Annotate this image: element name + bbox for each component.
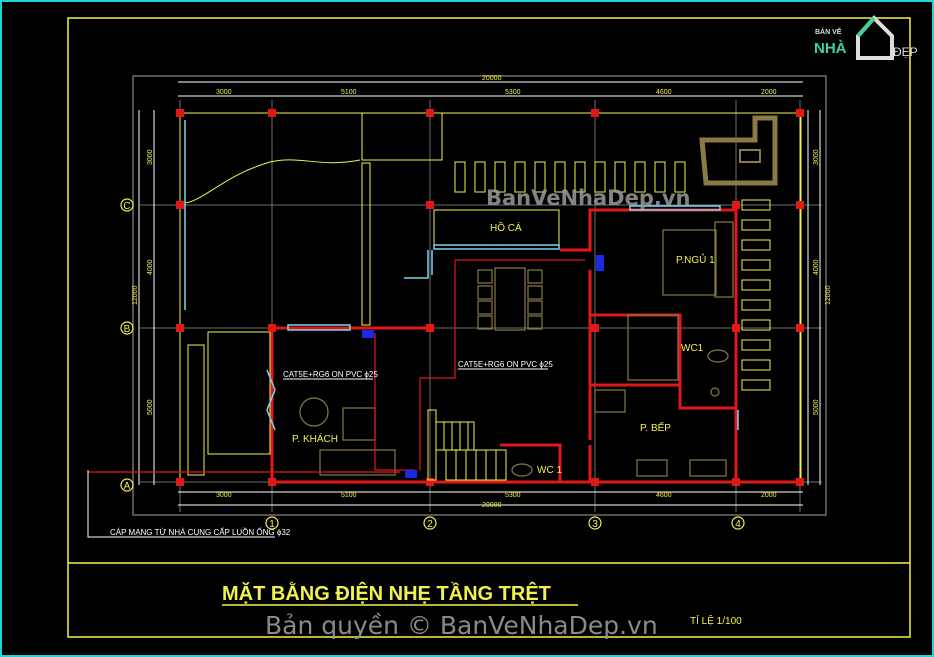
network-supply-label: CÁP MẠNG TỪ NHÀ CUNG CẤP LUỒN ỐNG ϕ32	[110, 527, 291, 537]
dim-top-2: 5100	[341, 89, 357, 96]
dim-right-2: 4000	[813, 259, 820, 275]
parking-stripes	[454, 161, 771, 391]
drawing-scale: TỈ LỆ 1/100	[690, 614, 742, 627]
dim-top-3: 5300	[505, 89, 521, 96]
logo-line3: ĐẸP	[893, 45, 918, 59]
cable-label-living: CAT5E+RG6 ON PVC ϕ25	[283, 370, 378, 379]
dining-table	[494, 267, 526, 331]
dim-bottom-3: 5300	[505, 492, 521, 499]
dim-bottom-2: 5100	[341, 492, 357, 499]
dim-bottom-5: 2000	[761, 492, 777, 499]
dim-bottom-total: 20000	[482, 502, 502, 509]
dim-bottom-1: 3000	[216, 492, 232, 499]
plan-boundary	[132, 75, 827, 516]
dim-right-1: 3000	[813, 149, 820, 165]
dim-right-3: 5000	[813, 399, 820, 415]
dim-left-total: 12000	[132, 285, 139, 305]
dim-left-2: 4000	[147, 259, 154, 275]
drawing-title: MẶT BẰNG ĐIỆN NHẸ TẦNG TRỆT	[222, 581, 551, 605]
room-wc-upper: WC1	[681, 343, 704, 354]
copyright-watermark: Bản quyền © BanVeNhaDep.vn	[265, 611, 658, 640]
dimension-lines	[138, 81, 821, 506]
grid-label-2: 2	[427, 519, 433, 530]
grid-label-c: C	[123, 201, 130, 212]
logo: BẢN VẼ NHÀ ĐẸP	[814, 15, 918, 60]
staircase	[427, 409, 507, 481]
dim-top-5: 2000	[761, 89, 777, 96]
grid-label-3: 3	[592, 519, 598, 530]
windows	[184, 120, 739, 431]
dim-left-3: 5000	[147, 399, 154, 415]
cable-label-dining: CAT5E+RG6 ON PVC ϕ25	[458, 360, 553, 369]
sofa	[319, 449, 396, 476]
structural-columns	[176, 109, 804, 486]
walls	[270, 208, 800, 484]
logo-line1: BẢN VẼ	[815, 27, 842, 36]
dim-bottom-4: 4600	[656, 492, 672, 499]
bed	[662, 229, 717, 296]
grid-label-1: 1	[269, 519, 275, 530]
dim-top-4: 4600	[656, 89, 672, 96]
dim-right-total: 12000	[825, 285, 832, 305]
furniture	[299, 221, 734, 477]
house-roof-icon	[856, 16, 876, 38]
room-wc-lower: WC 1	[537, 465, 562, 476]
grid-label-b: B	[124, 324, 131, 335]
grid-label-4: 4	[735, 519, 741, 530]
room-fish-pond: HỒ CÁ	[490, 221, 522, 234]
house-icon	[856, 15, 894, 60]
room-bedroom-1: P.NGỦ 1	[676, 253, 715, 266]
plan-watermark: BanVeNhaDep.vn	[486, 186, 691, 210]
dim-top-1: 3000	[216, 89, 232, 96]
dim-left-1: 3000	[147, 149, 154, 165]
stair-tower	[699, 115, 778, 186]
room-kitchen: P. BẾP	[640, 421, 671, 434]
room-living: P. KHÁCH	[292, 432, 338, 445]
supply-leader	[87, 470, 275, 538]
cable-routes	[88, 259, 585, 473]
outlet-symbols	[362, 255, 604, 478]
grid-bubbles	[120, 198, 745, 530]
grid-label-a: A	[124, 481, 131, 492]
sheet-frame	[67, 17, 911, 638]
dim-top-total: 20000	[482, 75, 502, 82]
logo-line2: NHÀ	[814, 40, 847, 57]
